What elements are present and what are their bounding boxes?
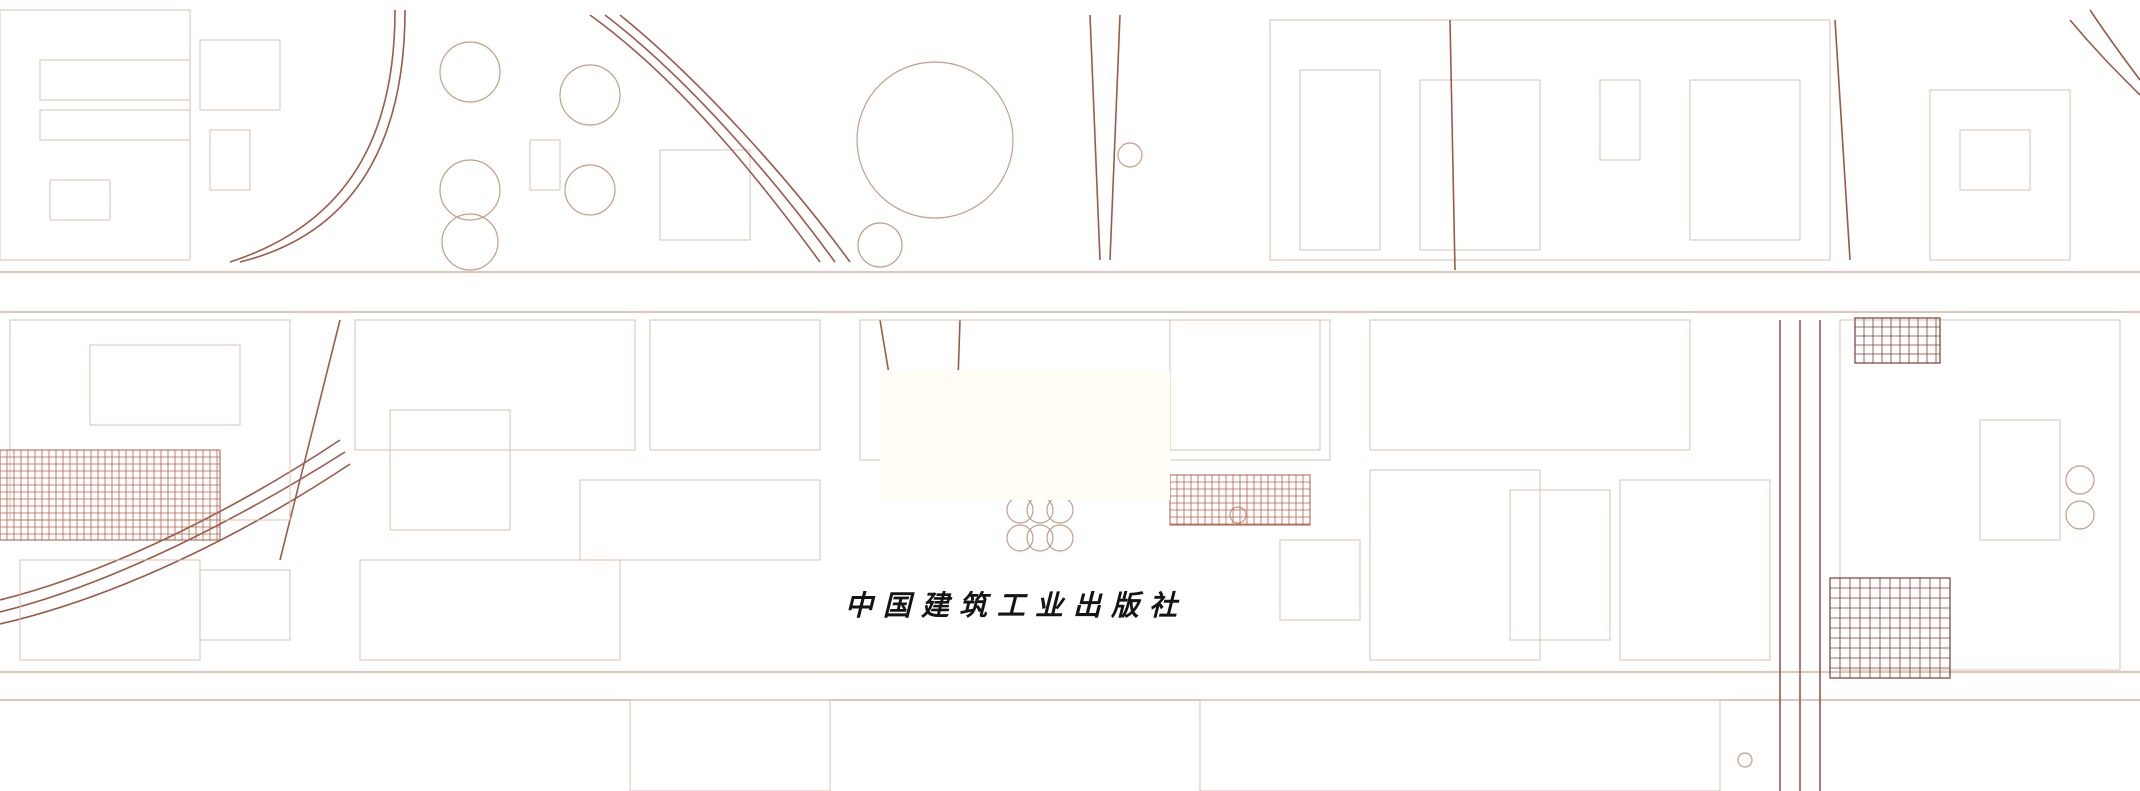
faded-patch xyxy=(880,370,1170,500)
lower-blocks xyxy=(9,319,2121,791)
publisher-watermark: 中国建筑工业出版社 xyxy=(844,589,1187,622)
hatched-grid-northeast xyxy=(1854,317,1941,364)
hatched-grid-center xyxy=(1169,474,1311,526)
upper-blocks xyxy=(0,9,2071,261)
hatched-grid-west xyxy=(0,449,221,541)
storage-tanks xyxy=(439,41,2095,768)
hatched-grid-east xyxy=(1829,577,1951,679)
main-road-horizontal xyxy=(0,271,2140,701)
